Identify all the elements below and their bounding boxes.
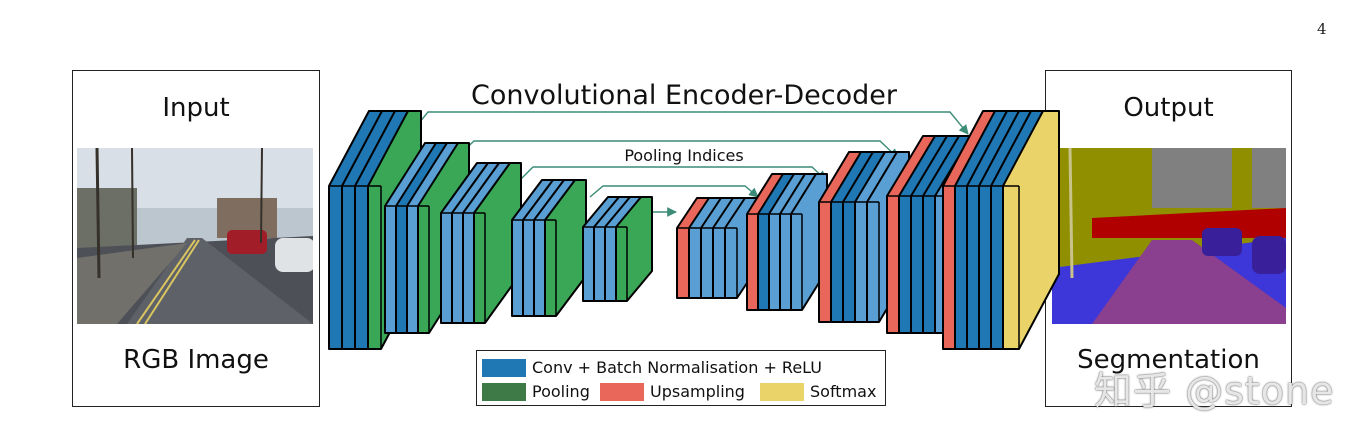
layer-stack xyxy=(328,110,1060,350)
legend-label-conv: Conv + Batch Normalisation + ReLU xyxy=(532,358,822,377)
output-caption: Segmentation xyxy=(1077,345,1260,375)
input-rgb-image xyxy=(77,148,313,324)
legend-item-pool: Pooling xyxy=(482,382,590,401)
legend-swatch-conv xyxy=(482,358,526,377)
legend-item-softmax: Softmax xyxy=(760,382,876,401)
legend-swatch-upsample xyxy=(600,382,644,401)
diagram-title: Convolutional Encoder-Decoder xyxy=(471,80,898,111)
pooling-indices-arrow-3 xyxy=(589,185,759,198)
pooling-indices-arrow-0 xyxy=(409,111,969,135)
layer-slab-9-5 xyxy=(1002,110,1060,350)
layer-slab-4-3 xyxy=(615,196,653,302)
output-title: Output xyxy=(1123,93,1214,123)
pooling-indices-label: Pooling Indices xyxy=(624,146,743,165)
legend-label-pool: Pooling xyxy=(532,382,590,401)
input-caption: RGB Image xyxy=(123,345,269,375)
watermark: 知乎 @stone xyxy=(1094,369,1335,413)
legend-item-upsample: Upsampling xyxy=(600,382,745,401)
legend: Conv + Batch Normalisation + ReLU Poolin… xyxy=(476,350,886,406)
legend-swatch-softmax xyxy=(760,382,804,401)
input-title: Input xyxy=(162,93,230,123)
output-panel: Output Segmentation xyxy=(1045,70,1292,407)
legend-swatch-pool xyxy=(482,382,526,401)
legend-label-upsample: Upsampling xyxy=(650,382,745,401)
legend-label-softmax: Softmax xyxy=(810,382,877,401)
output-segmentation-image xyxy=(1052,148,1286,324)
page-number: 4 xyxy=(1317,20,1327,38)
input-panel: Input RGB Image xyxy=(72,70,320,407)
legend-item-conv: Conv + Batch Normalisation + ReLU xyxy=(482,358,822,377)
